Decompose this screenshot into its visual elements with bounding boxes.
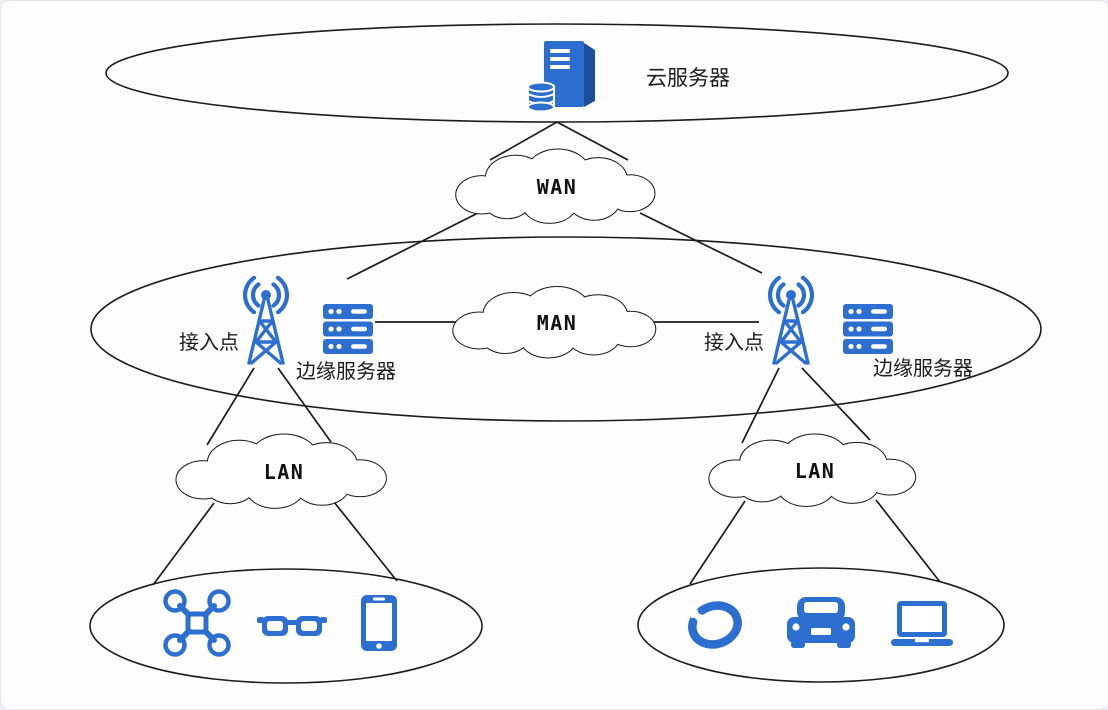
link-ap-left-to-lan-a — [206, 367, 255, 446]
link-wan-to-ap-right — [639, 212, 763, 274]
lan-right-label: LAN — [795, 459, 836, 483]
edge-server-right-rack-icon — [843, 304, 893, 354]
connector-lines — [152, 121, 941, 586]
link-lan-right-to-devices-b — [875, 499, 941, 583]
wan-label: WAN — [537, 175, 578, 199]
link-ap-right-to-lan-a — [741, 367, 780, 444]
man-label: MAN — [537, 311, 578, 335]
edge-server-right-label: 边缘服务器 — [873, 356, 973, 380]
link-wan-to-ap-left — [346, 212, 479, 280]
access-point-right-antenna-icon — [770, 278, 812, 363]
smartphone-icon — [361, 595, 397, 651]
smart-glasses-icon — [257, 616, 327, 636]
database-stack-icon — [527, 81, 555, 113]
access-point-left-antenna-icon — [245, 278, 287, 363]
link-lan-right-to-devices-a — [689, 500, 746, 585]
cloud-server-tower-icon — [527, 41, 595, 113]
edge-server-left-label: 边缘服务器 — [296, 359, 396, 383]
access-point-left-label: 接入点 — [179, 330, 239, 354]
link-cloud-to-wan-right — [556, 121, 629, 161]
laptop-icon — [891, 601, 953, 646]
device-group-left-ellipse — [89, 568, 483, 684]
link-ap-right-to-lan-b — [801, 367, 871, 441]
device-group-right-ellipse — [637, 567, 1005, 683]
drone-icon — [163, 589, 231, 657]
car-icon — [787, 597, 855, 648]
edge-tier-ellipse — [90, 236, 1042, 422]
link-lan-left-to-devices-a — [152, 502, 215, 586]
lan-left-label: LAN — [264, 460, 305, 484]
link-cloud-to-wan-left — [489, 121, 558, 161]
link-ap-left-to-lan-b — [277, 367, 332, 443]
edge-server-left-rack-icon — [323, 304, 373, 354]
cloud-server-label: 云服务器 — [646, 66, 730, 90]
access-point-right-label: 接入点 — [704, 330, 764, 354]
smart-band-icon — [688, 601, 742, 649]
link-lan-left-to-devices-b — [333, 501, 398, 582]
